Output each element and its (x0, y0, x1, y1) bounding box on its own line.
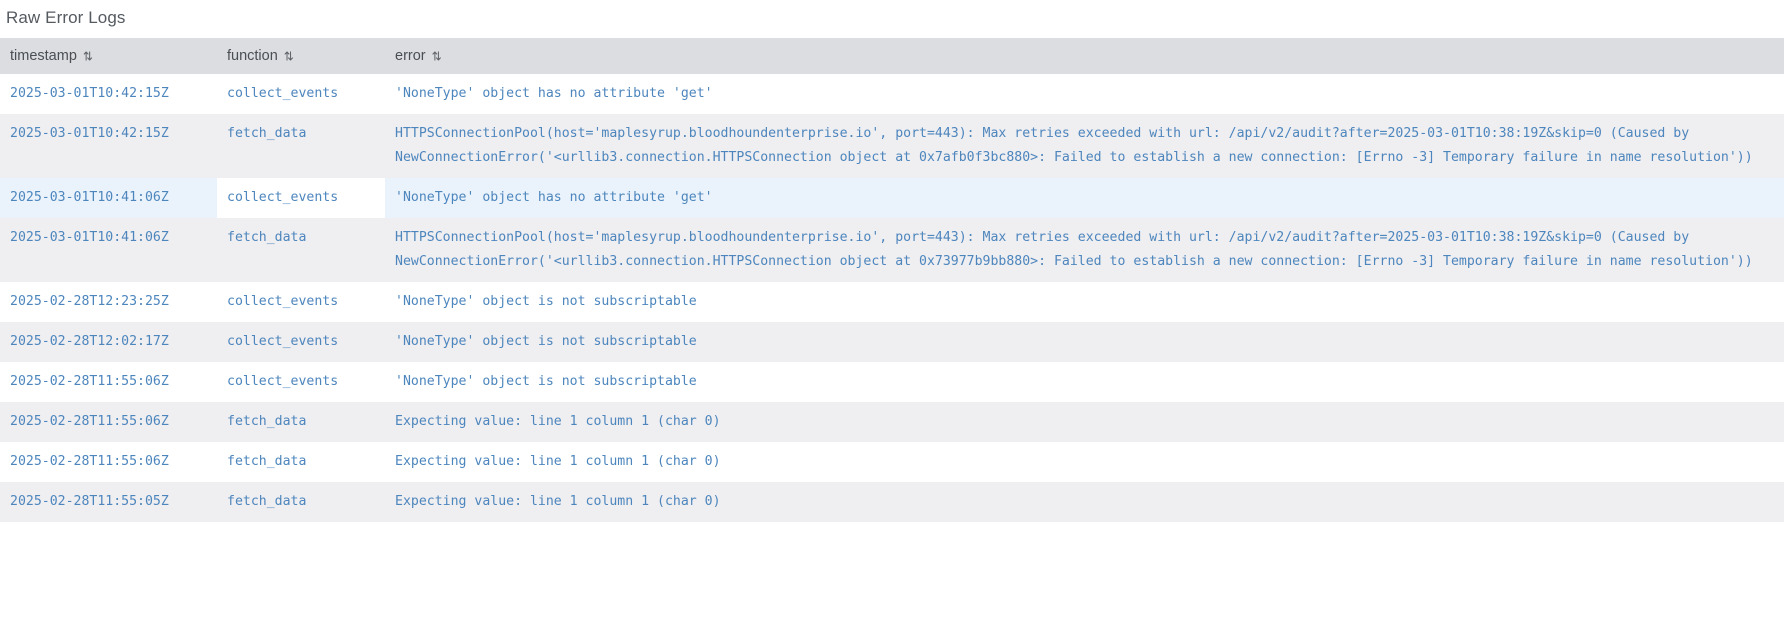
table-cell-function[interactable]: collect_events (217, 282, 385, 322)
table-cell-timestamp[interactable]: 2025-02-28T12:23:25Z (0, 282, 217, 322)
column-header-error[interactable]: error ⇅ (385, 38, 1784, 74)
page-title: Raw Error Logs (6, 8, 126, 27)
table-cell-timestamp[interactable]: 2025-02-28T11:55:06Z (0, 442, 217, 482)
table-header-row: timestamp ⇅ function ⇅ error ⇅ (0, 38, 1784, 74)
table-cell-function[interactable]: collect_events (217, 322, 385, 362)
table-cell-function[interactable]: fetch_data (217, 114, 385, 178)
table-cell-error[interactable]: 'NoneType' object is not subscriptable (385, 362, 1784, 402)
column-header-function-label: function (227, 48, 278, 64)
column-header-error-label: error (395, 48, 426, 64)
table-cell-timestamp[interactable]: 2025-02-28T12:02:17Z (0, 322, 217, 362)
table-cell-function[interactable]: collect_events (217, 74, 385, 114)
table-cell-error[interactable]: Expecting value: line 1 column 1 (char 0… (385, 442, 1784, 482)
table-cell-error[interactable]: HTTPSConnectionPool(host='maplesyrup.blo… (385, 218, 1784, 282)
sort-toggle-icon[interactable]: ⇅ (431, 49, 442, 64)
sort-toggle-icon[interactable]: ⇅ (82, 49, 93, 64)
table-cell-error[interactable]: Expecting value: line 1 column 1 (char 0… (385, 402, 1784, 442)
table-cell-timestamp[interactable]: 2025-02-28T11:55:05Z (0, 482, 217, 522)
sort-toggle-icon[interactable]: ⇅ (283, 49, 294, 64)
table-cell-function[interactable]: fetch_data (217, 402, 385, 442)
column-header-timestamp-label: timestamp (10, 48, 77, 64)
table-header: timestamp ⇅ function ⇅ error ⇅ (0, 38, 1784, 74)
table-cell-timestamp[interactable]: 2025-03-01T10:41:06Z (0, 178, 217, 218)
table-cell-timestamp[interactable]: 2025-03-01T10:42:15Z (0, 114, 217, 178)
table-cell-timestamp[interactable]: 2025-02-28T11:55:06Z (0, 362, 217, 402)
column-header-function[interactable]: function ⇅ (217, 38, 385, 74)
table-cell-function[interactable]: fetch_data (217, 482, 385, 522)
table-cell-function[interactable]: collect_events (217, 362, 385, 402)
error-logs-table: timestamp ⇅ function ⇅ error ⇅ (0, 38, 1784, 522)
column-header-timestamp[interactable]: timestamp ⇅ (0, 38, 217, 74)
table-cell-error[interactable]: 'NoneType' object is not subscriptable (385, 282, 1784, 322)
table-cell-error[interactable]: Expecting value: line 1 column 1 (char 0… (385, 482, 1784, 522)
table-cell-function[interactable]: collect_events (217, 178, 385, 218)
table-cell-error[interactable]: 'NoneType' object has no attribute 'get' (385, 74, 1784, 114)
table-cell-function[interactable]: fetch_data (217, 442, 385, 482)
table-cell-error[interactable]: 'NoneType' object has no attribute 'get' (385, 178, 1784, 218)
table-cell-error[interactable]: 'NoneType' object is not subscriptable (385, 322, 1784, 362)
table-cell-function[interactable]: fetch_data (217, 218, 385, 282)
table-cell-error[interactable]: HTTPSConnectionPool(host='maplesyrup.blo… (385, 114, 1784, 178)
table-cell-timestamp[interactable]: 2025-03-01T10:41:06Z (0, 218, 217, 282)
raw-error-logs-panel: Raw Error Logs timestamp ⇅ function ⇅ (0, 8, 1784, 522)
table-cell-timestamp[interactable]: 2025-03-01T10:42:15Z (0, 74, 217, 114)
table-cell-timestamp[interactable]: 2025-02-28T11:55:06Z (0, 402, 217, 442)
